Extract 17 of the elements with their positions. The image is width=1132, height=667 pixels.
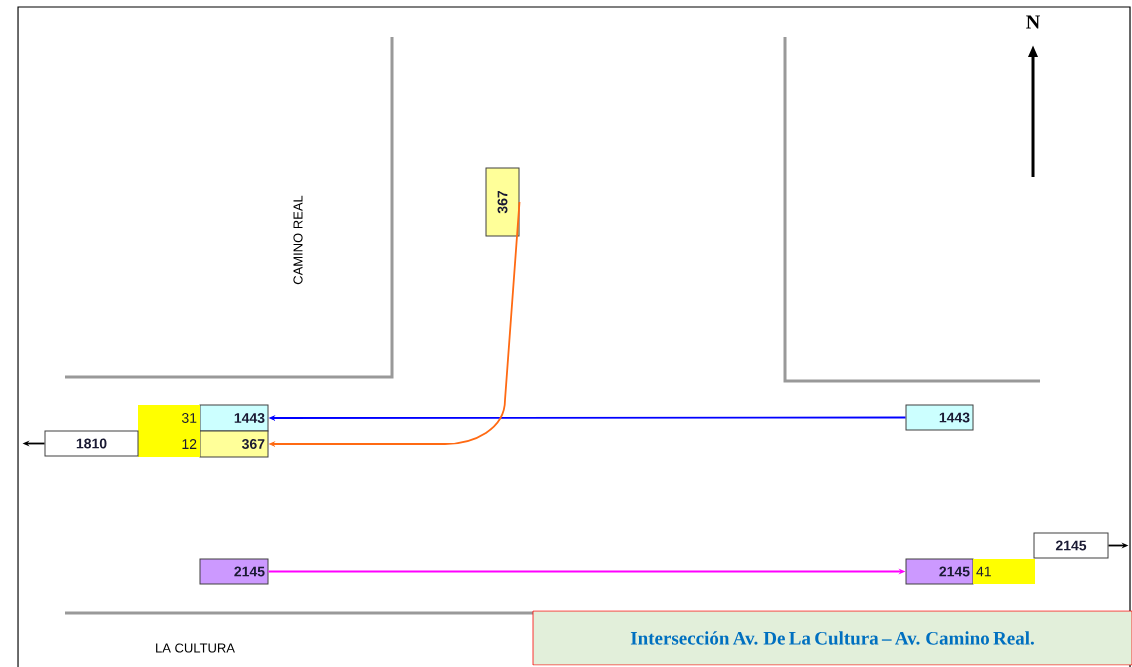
- count-cell: 31: [138, 405, 200, 431]
- total-box: 2145: [1033, 532, 1109, 559]
- street-label: LA CULTURA: [156, 643, 235, 653]
- count-box: 367: [199, 430, 269, 458]
- count-box: 2145: [905, 558, 974, 585]
- street-label: CAMINO REAL: [293, 195, 303, 285]
- total-box: 1810: [44, 430, 139, 457]
- count-cell: 41: [973, 559, 1035, 584]
- count-box: 1443: [199, 404, 269, 432]
- count-cell: 12: [138, 431, 200, 457]
- north-label: N: [1026, 15, 1040, 29]
- count-box: 2145: [199, 558, 269, 585]
- caption-box: Intersección Av. De La Cultura – Av. Camino Real.: [532, 610, 1132, 666]
- node-label: 31: [181, 413, 197, 423]
- count-box: 1443: [905, 404, 974, 431]
- node-label: 12: [182, 439, 197, 449]
- count-box: 367: [485, 167, 520, 237]
